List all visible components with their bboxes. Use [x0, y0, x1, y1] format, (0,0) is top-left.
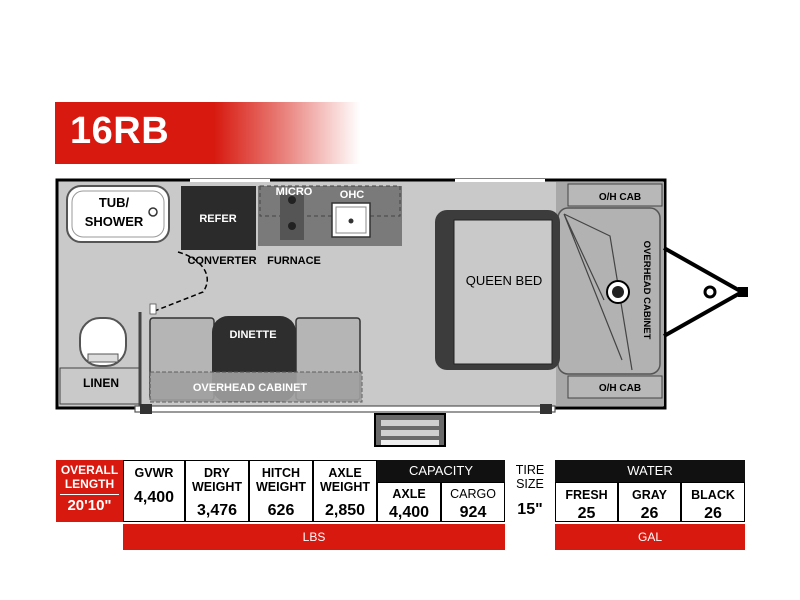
label-linen: LINEN [83, 376, 119, 390]
top-window-1 [190, 179, 270, 182]
label-dinette: DINETTE [229, 329, 276, 341]
label-ohc: OHC [340, 189, 365, 201]
water-fresh-cell: FRESH 25 [555, 482, 618, 522]
model-name: 16RB [70, 110, 170, 152]
dry-weight-value: 3,476 [196, 502, 238, 519]
refer-box [181, 186, 256, 250]
overall-length-cell: OVERALL LENGTH 20'10" [56, 460, 123, 522]
hitch-weight-cell: HITCH WEIGHT 626 [249, 460, 313, 522]
top-window-2 [455, 179, 545, 182]
dry-weight-label-2: WEIGHT [192, 480, 242, 494]
water-black-value: 26 [704, 505, 722, 522]
hitch-weight-label-1: HITCH [261, 466, 301, 480]
tub-drain [148, 207, 158, 217]
label-furnace: FURNACE [267, 255, 321, 267]
tire-size-value: 15" [517, 501, 543, 518]
model-banner [55, 102, 360, 164]
linen-box [59, 367, 141, 405]
label-overhead-cabinet-side: OVERHEAD CABINET [193, 382, 308, 394]
capacity-axle-label: AXLE [392, 487, 426, 501]
capacity-cargo-value: 924 [459, 504, 487, 521]
overall-length-label-1: OVERALL [60, 463, 119, 477]
tire-size-label-2: SIZE [516, 477, 544, 491]
hitch-coupler [738, 287, 748, 297]
label-tub: TUB/ [99, 195, 130, 210]
axle-weight-label-1: AXLE [328, 466, 362, 480]
queen-bed-mattress [453, 219, 553, 365]
lbs-unit-label: LBS [302, 530, 326, 544]
dry-weight-label-1: DRY [204, 466, 230, 480]
capacity-header: CAPACITY [377, 460, 505, 482]
label-oh-cab-top: O/H CAB [599, 192, 641, 203]
water-black-cell: BLACK 26 [681, 482, 745, 522]
capacity-axle-cell: AXLE 4,400 [377, 482, 441, 522]
axle-weight-cell: AXLE WEIGHT 2,850 [313, 460, 377, 522]
gvwr-cell: GVWR 4,400 [123, 460, 185, 522]
water-black-label: BLACK [691, 488, 735, 502]
overall-length-value: 20'10" [67, 497, 112, 514]
water-gray-cell: GRAY 26 [618, 482, 681, 522]
water-gray-value: 26 [640, 505, 659, 522]
axle-weight-value: 2,850 [324, 502, 366, 519]
awning-rail [134, 405, 556, 413]
jack-post [703, 285, 717, 299]
tire-size-label-1: TIRE [515, 463, 545, 477]
capacity-label: CAPACITY [408, 463, 474, 478]
overhead-cabinet-side-box [149, 371, 363, 403]
oh-cab-bottom-box [567, 375, 663, 399]
hitch-weight-value: 626 [267, 502, 295, 519]
cabinet-door-lines [563, 213, 633, 371]
water-label: WATER [627, 463, 673, 478]
dry-weight-cell: DRY WEIGHT 3,476 [185, 460, 249, 522]
label-overhead-cabinet-front: OVERHEAD CABINET [641, 241, 652, 340]
label-oh-cab-bottom: O/H CAB [599, 383, 641, 394]
capacity-axle-value: 4,400 [388, 504, 430, 521]
tire-size-cell: TIRE SIZE 15" [505, 460, 555, 522]
capacity-cargo-label: CARGO [450, 487, 496, 501]
gal-unit-label: GAL [637, 530, 662, 544]
water-fresh-value: 25 [577, 505, 596, 522]
oh-cab-top-box [567, 183, 663, 207]
hitch-weight-label-2: WEIGHT [256, 480, 306, 494]
label-refer: REFER [199, 213, 236, 225]
overall-length-label-2: LENGTH [64, 477, 115, 491]
door-swing [151, 251, 208, 313]
label-converter: CONVERTER [187, 255, 256, 267]
counter-top-dash [259, 185, 401, 217]
axle-weight-label-2: WEIGHT [320, 480, 370, 494]
floorplan-diagram: TUB/ SHOWER REFER MICRO OHC CONVERTER FU… [55, 178, 748, 447]
label-shower: SHOWER [85, 214, 144, 229]
gvwr-value: 4,400 [133, 489, 175, 506]
water-fresh-label: FRESH [565, 488, 608, 502]
tub-shower-box [66, 185, 170, 243]
water-gray-label: GRAY [632, 488, 667, 502]
gvwr-label: GVWR [134, 466, 174, 480]
label-micro: MICRO [276, 186, 313, 198]
water-header: WATER [555, 460, 745, 482]
lbs-unit-bar: LBS [123, 524, 505, 550]
gal-unit-bar: GAL [555, 524, 745, 550]
capacity-cargo-cell: CARGO 924 [441, 482, 505, 522]
label-queen-bed: QUEEN BED [466, 273, 543, 288]
